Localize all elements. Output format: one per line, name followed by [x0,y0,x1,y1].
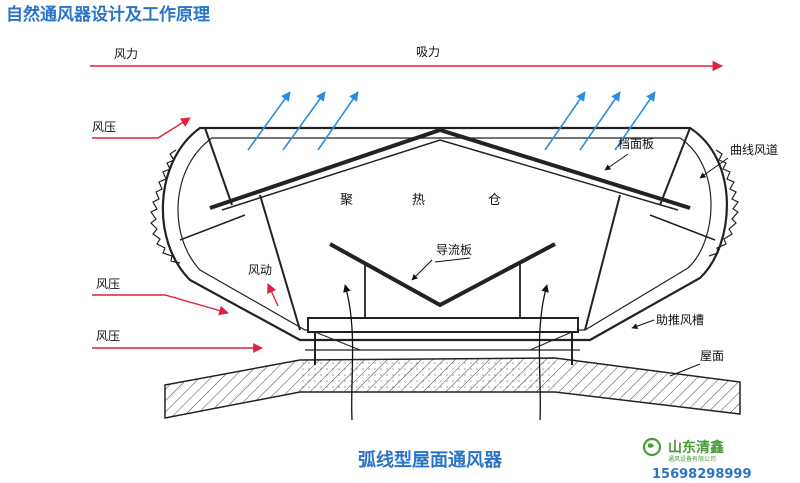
diagram-title: 自然通风器设计及工作原理 [6,4,210,25]
label-suction: 吸力 [416,45,440,59]
leader-deflector [434,257,471,263]
label-heat-chamber-2: 热 [412,193,426,208]
leader-deflector-arrow [411,259,433,281]
logo-background [630,430,800,483]
label-curved-duct: 曲线风道 [730,143,778,157]
exhaust-arrow-3 [317,91,359,151]
logo-company-subtitle: 通风设备有限公司 [668,455,716,463]
logo-company-name: 山东清鑫 [668,439,724,456]
left-serrated-edge [150,149,181,264]
label-heat-chamber-1: 聚 [340,193,354,208]
leader-curved-duct [699,157,729,179]
wind-pressure-arrow-top [92,117,191,139]
updraft-arrow-right [538,284,549,421]
frame-brace-left [179,214,246,241]
label-deflector: 导流板 [436,243,472,257]
label-roof: 屋面 [700,349,724,363]
label-heat-chamber-3: 仓 [488,193,502,208]
frame-brace-right [649,214,716,241]
label-wind-move: 风动 [248,263,272,277]
logo-phone: 15698298999 [652,467,752,482]
exhaust-arrow-2 [282,91,326,151]
leader-assist-slot [631,319,655,329]
frame-strut-left-top [204,127,233,206]
label-assist-slot: 助推风槽 [656,313,704,327]
label-wind-pressure-mid: 风压 [96,277,120,291]
exhaust-arrow-5 [579,91,621,151]
company-logo: 山东清鑫 通风设备有限公司 15698298999 [630,430,800,483]
right-serrated-edge [708,149,739,257]
frame-strut-right-down [584,194,621,331]
diagram-caption: 弧线型屋面通风器 [358,449,503,471]
throat-brace-right [529,331,573,351]
throat-frame-top [307,317,579,333]
baffle-ridge-outer [209,127,691,210]
wind-pressure-arrow-mid [92,294,229,316]
baffle-ridge-inner [221,139,679,211]
ventilator-outer-shell [161,126,728,342]
label-wind-pressure-low: 风压 [96,329,120,343]
label-wind-force: 风力 [114,47,138,61]
deflector-plate [329,242,556,308]
exhaust-arrow-1 [247,91,291,151]
logo-leaf-icon [648,443,654,448]
updraft-arrow-left [343,284,354,421]
logo-swirl-icon [642,437,662,457]
leader-roof [669,363,701,377]
leader-baffle-plate [604,153,629,171]
wind-move-arrow [267,283,279,307]
frame-strut-left-down [259,194,301,331]
label-baffle-plate: 档面板 [618,137,654,151]
frame-strut-right-top [659,127,691,206]
exhaust-arrow-6 [614,91,656,151]
exhaust-arrow-4 [544,91,586,151]
roof-opening-fill [300,358,555,392]
label-wind-pressure-top: 风压 [92,120,116,134]
